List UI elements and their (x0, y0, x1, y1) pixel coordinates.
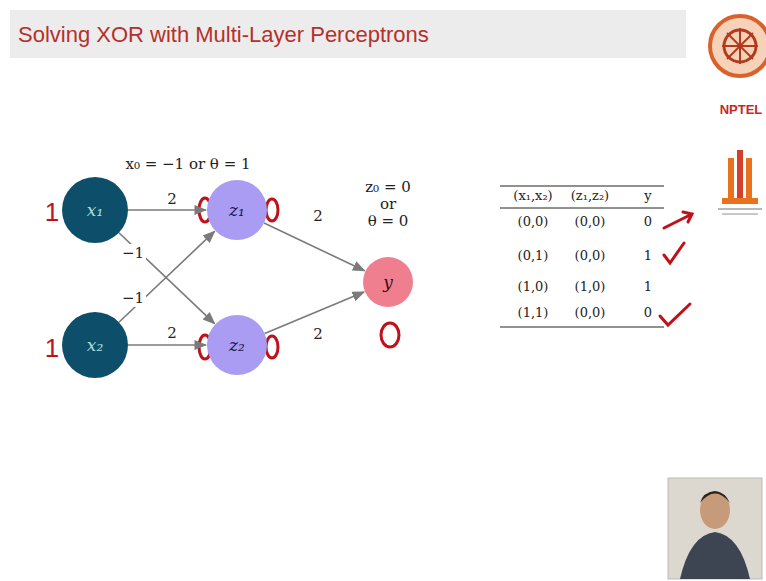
table-cell: 1 (644, 249, 652, 264)
pointer-arrow (664, 212, 692, 228)
logo-caption-line (718, 208, 762, 210)
title-bar (10, 10, 686, 58)
weight-connection (128, 344, 206, 346)
weight-label: 2 (311, 207, 325, 225)
table-header: (x₁,x₂) (513, 189, 552, 204)
check-mark (664, 243, 684, 263)
logo-spoke (727, 33, 753, 59)
table-cell: (0,0) (518, 215, 549, 230)
weight-connection (119, 231, 215, 322)
table-cell: 0 (644, 306, 652, 321)
neuron-circle (207, 315, 267, 375)
logo-caption-line (722, 213, 758, 215)
table-cell: (0,0) (575, 306, 606, 321)
speaker-hair (700, 491, 730, 503)
speaker-shirt (680, 532, 750, 579)
truth-table-rules (500, 186, 664, 327)
table-header: (z₁,z₂) (571, 189, 609, 204)
neuron-circle (207, 180, 267, 240)
handwritten-input: 1 (45, 198, 59, 228)
table-rule (500, 327, 664, 328)
logo-caption: NPTEL (720, 103, 763, 118)
table-cell: (1,1) (518, 306, 549, 321)
weight-label: −1 (120, 289, 146, 307)
zero-mark (266, 336, 278, 358)
hidden-neuron: z₁ (207, 180, 267, 240)
logo-ring (710, 16, 766, 76)
video-frame (668, 478, 762, 579)
zero-mark (266, 199, 278, 221)
bias-note: z₀ = 0 (365, 179, 411, 196)
handwritten-input: 1 (45, 334, 59, 364)
bias-note: θ = 0 (368, 213, 409, 230)
table-cell: (1,0) (518, 280, 549, 295)
neuron-label: x₁ (87, 200, 103, 220)
neuron-circle (62, 312, 128, 378)
table-rule (500, 208, 664, 209)
logo-bar (746, 158, 752, 198)
neuron-label: x₂ (87, 335, 103, 355)
bias-note: or (380, 196, 396, 213)
output-neuron: y (363, 257, 413, 307)
table-cell: 1 (644, 280, 652, 295)
weight-connection (119, 233, 215, 324)
hidden-neuron: z₂ (207, 315, 267, 375)
logo-bar (737, 150, 743, 198)
table-cell: (0,0) (575, 215, 606, 230)
neuron-circle (363, 257, 413, 307)
bias-note: x₀ = −1 or θ = 1 (125, 156, 250, 173)
weight-label: 2 (165, 190, 179, 208)
zero-mark (381, 323, 399, 347)
weight-connection (128, 209, 206, 211)
university-logo (718, 150, 762, 215)
neuron-circle (62, 177, 128, 243)
input-neuron: x₂ (62, 312, 128, 378)
input-neuron: x₁ (62, 177, 128, 243)
logo-bar (728, 158, 734, 198)
weight-label: 2 (165, 324, 179, 342)
neuron-label: z₁ (229, 200, 245, 220)
table-rule (500, 186, 664, 187)
slide-title: Solving XOR with Multi-Layer Perceptrons (18, 22, 429, 47)
handwritten-annotations (199, 198, 692, 359)
table-cell: (1,0) (575, 280, 606, 295)
weight-label: −1 (120, 244, 146, 262)
check-mark (660, 304, 690, 325)
speaker-head (700, 491, 730, 529)
neuron-label: y (383, 272, 393, 292)
table-cell: (0,1) (518, 249, 549, 264)
speaker-video (668, 478, 762, 579)
neuron-label: z₂ (229, 335, 245, 355)
table-cell: 0 (644, 215, 652, 230)
logo-base (722, 198, 758, 204)
institute-logo (710, 16, 766, 76)
table-header: y (644, 189, 651, 204)
logo-spoke (727, 33, 753, 59)
table-cell: (0,0) (575, 249, 606, 264)
weight-label: 2 (311, 325, 325, 343)
weight-connection (264, 223, 364, 271)
